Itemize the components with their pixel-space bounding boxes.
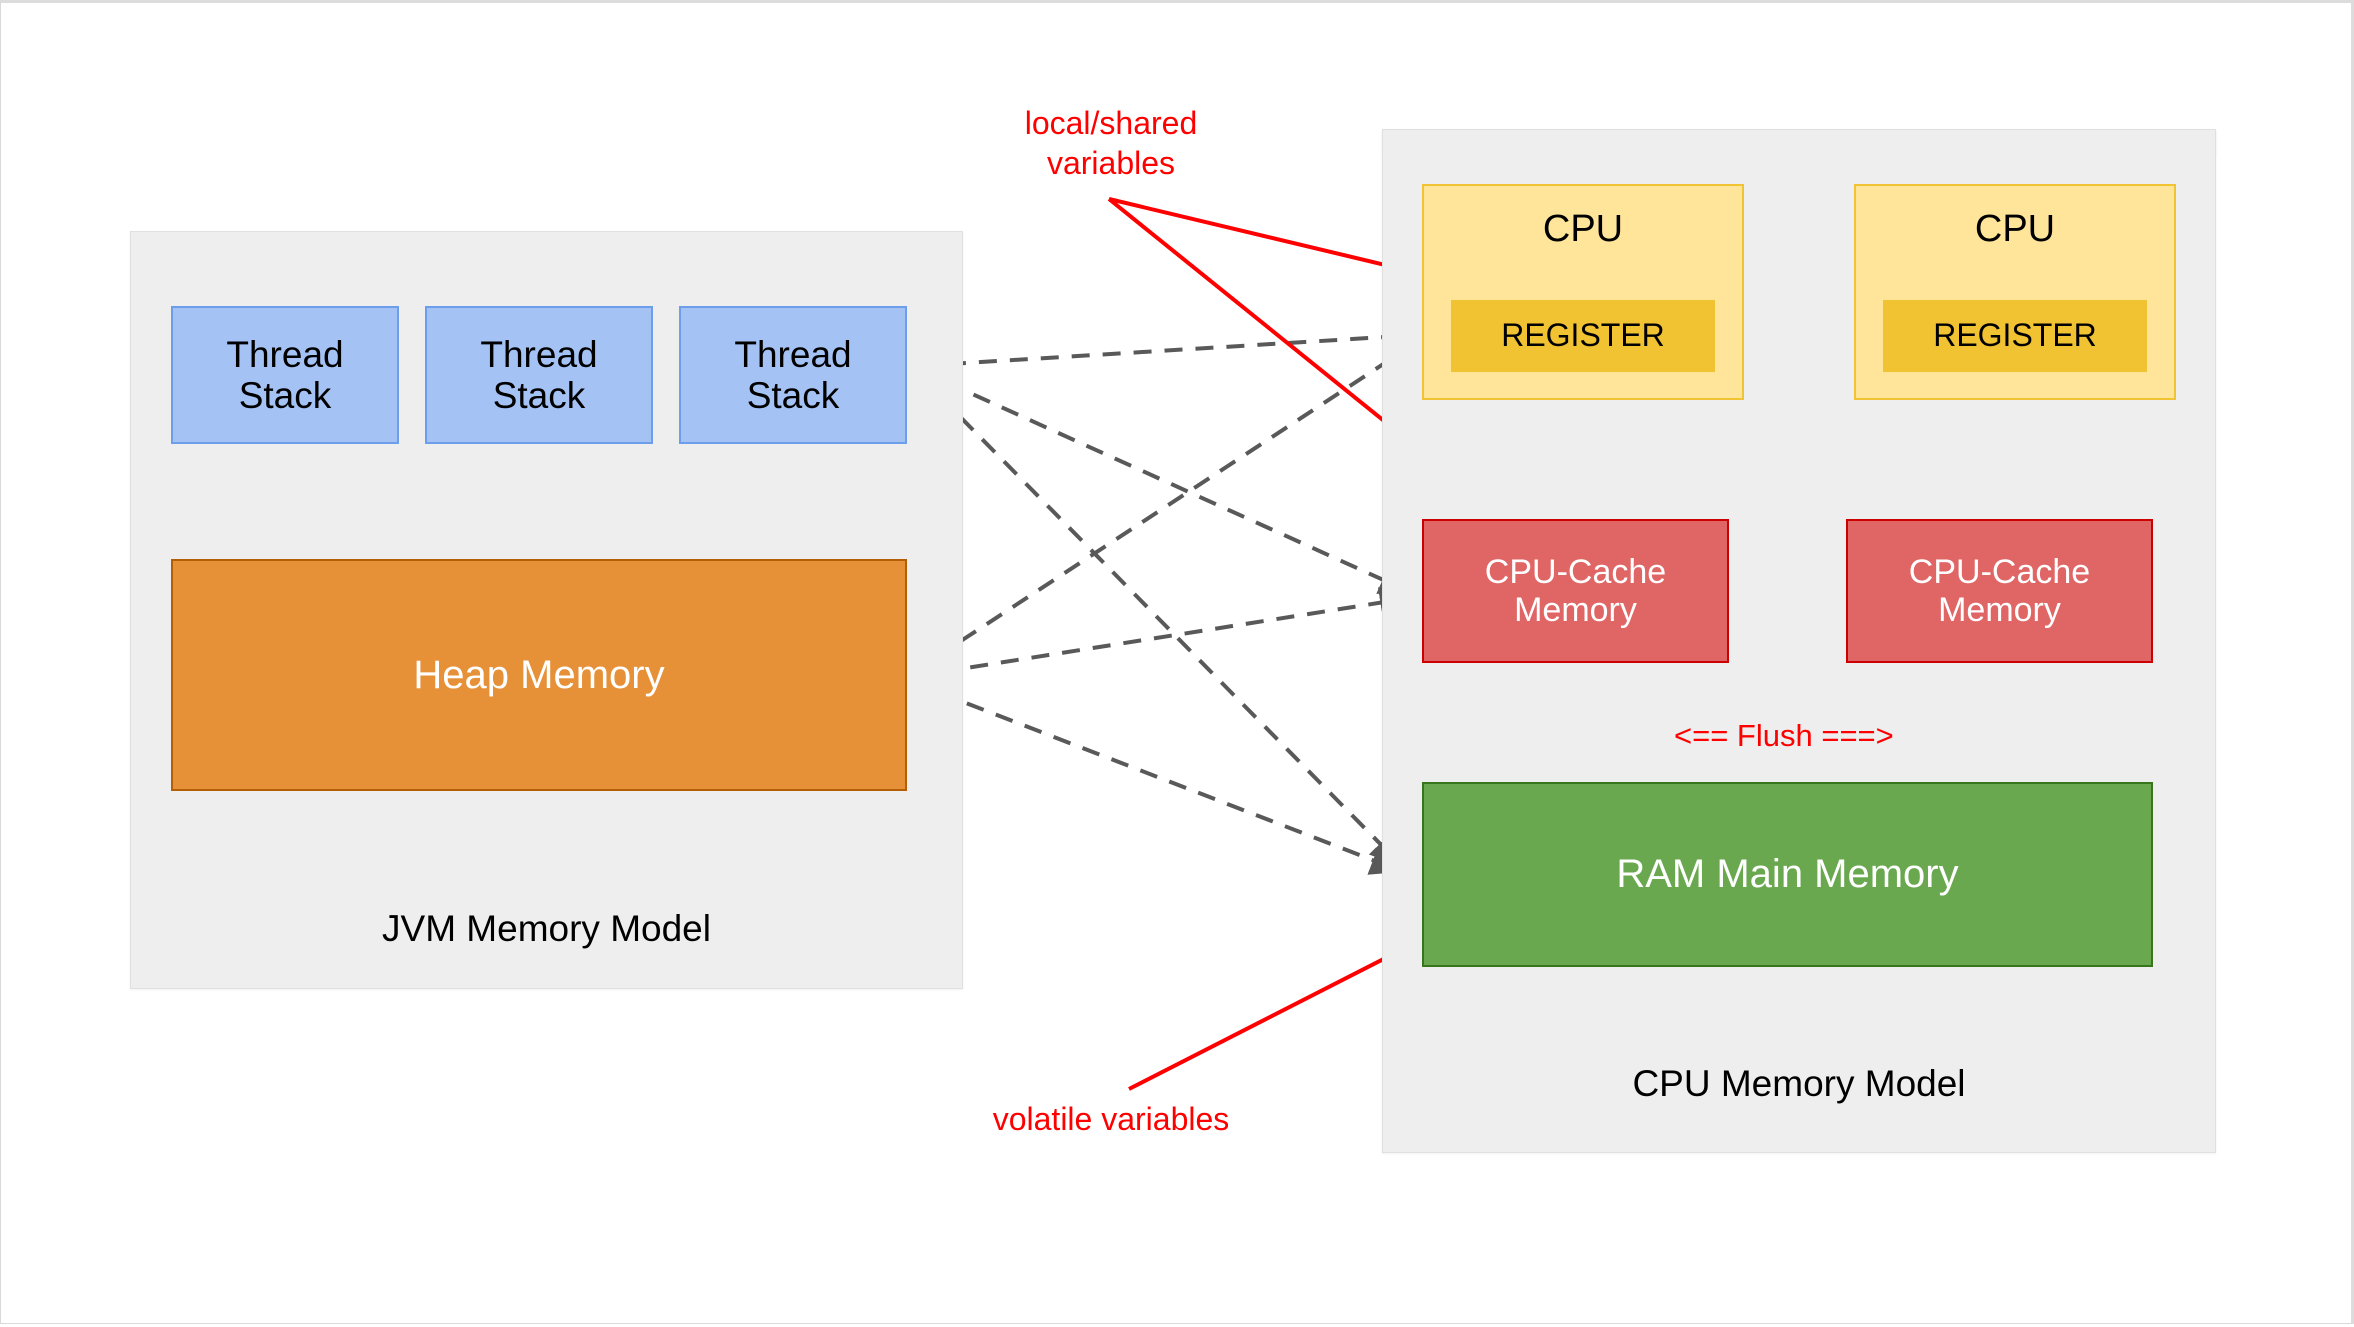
jvm-memory-model-label: JVM Memory Model	[382, 908, 711, 949]
link-threadstack-cache	[883, 342, 1412, 594]
cpu-2-cache-label: CPU-Cache Memory	[1908, 552, 2091, 629]
cpu-1-label: CPU	[1542, 208, 1624, 250]
link-heap-cache	[876, 587, 1412, 698]
cpu-1-register-label: REGISTER	[1501, 317, 1665, 354]
cpu-2-cache-memory[interactable]: CPU-Cache Memory	[1846, 519, 2153, 663]
heap-memory-block[interactable]: Heap Memory	[171, 559, 907, 791]
cpu-1-cache-memory[interactable]: CPU-Cache Memory	[1422, 519, 1729, 663]
flush-label: <== Flush ===>	[1674, 718, 1894, 753]
cpu-memory-model-label: CPU Memory Model	[1632, 1063, 1966, 1104]
cpu-1-register[interactable]: REGISTER	[1451, 300, 1715, 372]
cpu-2-register[interactable]: REGISTER	[1883, 300, 2147, 372]
link-threadstack-register	[886, 321, 1419, 384]
annotation-volatile-variables: volatile variables	[992, 1101, 1230, 1137]
annotation-local-shared-variables: local/shared variables	[1024, 105, 1198, 181]
thread-stack-3[interactable]: Thread Stack	[679, 306, 907, 444]
ram-main-memory-label: RAM Main Memory	[1616, 852, 1959, 897]
link-threadstack-ram	[884, 340, 1403, 867]
cpu-2-label: CPU	[1974, 208, 2056, 250]
cpu-1-cache-label: CPU-Cache Memory	[1484, 552, 1667, 629]
link-heap-ram	[875, 655, 1403, 875]
thread-stack-3-label: Thread Stack	[734, 333, 852, 416]
link-heap-register	[875, 340, 1419, 705]
cpu-2-register-label: REGISTER	[1933, 317, 2097, 354]
ram-main-memory[interactable]: RAM Main Memory	[1422, 782, 2153, 967]
thread-stack-2[interactable]: Thread Stack	[425, 306, 653, 444]
thread-stack-1-label: Thread Stack	[226, 333, 344, 416]
thread-stack-2-label: Thread Stack	[480, 333, 598, 416]
heap-memory-label: Heap Memory	[413, 652, 665, 697]
thread-stack-1[interactable]: Thread Stack	[171, 306, 399, 444]
